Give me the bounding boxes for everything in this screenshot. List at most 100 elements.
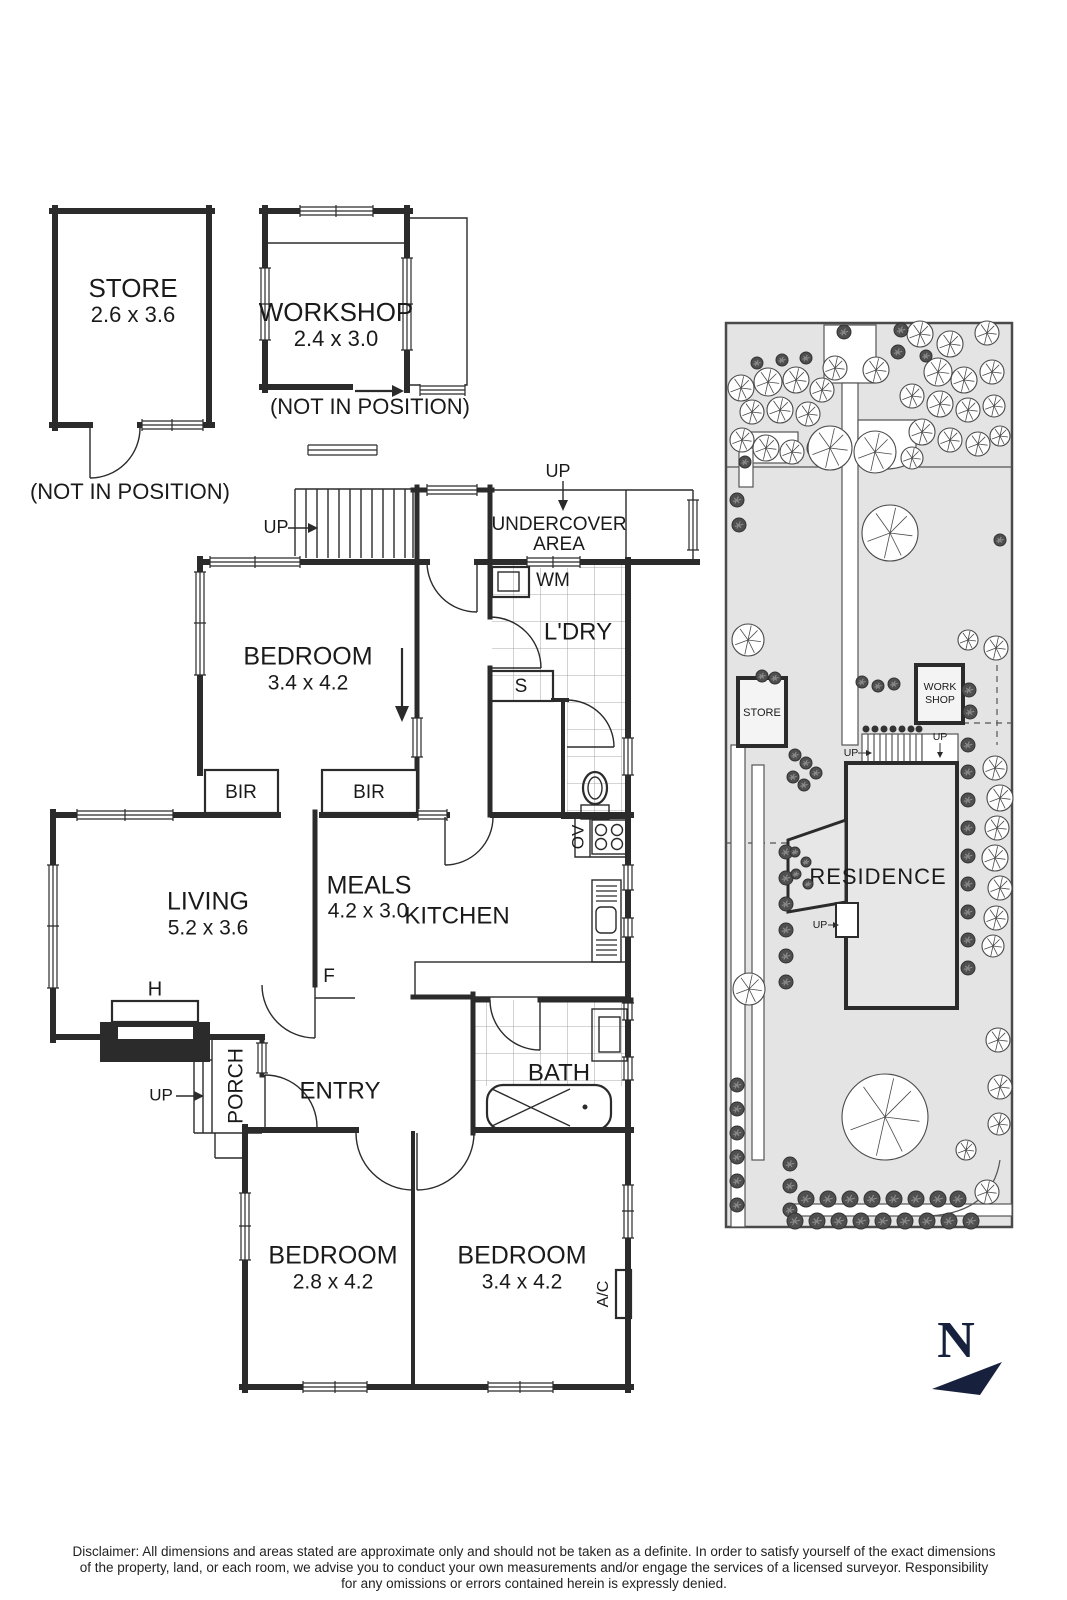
kitchen-bench bbox=[414, 961, 629, 998]
living-left-window bbox=[47, 864, 59, 989]
store-dims: 2.6 x 3.6 bbox=[91, 302, 175, 327]
store-window bbox=[141, 419, 204, 431]
workshop-window-right bbox=[401, 257, 413, 351]
up-label-stairs: UP bbox=[263, 517, 288, 537]
vanity bbox=[591, 1008, 628, 1062]
bir-2 bbox=[320, 768, 419, 815]
site-store-label: STORE bbox=[743, 707, 781, 719]
wm-label: WM bbox=[536, 570, 570, 591]
site-up-label-3: UP bbox=[813, 919, 828, 931]
workshop-window-annex bbox=[419, 384, 466, 396]
site-up-label-2: UP bbox=[933, 731, 948, 743]
bath-window-1 bbox=[622, 1002, 634, 1021]
wc-window bbox=[622, 737, 634, 776]
undercover-label-1: UNDERCOVER bbox=[491, 514, 626, 535]
fridge-label: F bbox=[323, 966, 335, 987]
bedroom3-bottom-window bbox=[487, 1381, 554, 1393]
stairs bbox=[294, 488, 414, 558]
site-workshop-label-1: WORK bbox=[924, 681, 957, 693]
doors bbox=[261, 561, 615, 1191]
kitchen-window-1 bbox=[622, 864, 634, 891]
bedroom1-east-window bbox=[411, 717, 423, 758]
workshop-window-left bbox=[259, 267, 271, 341]
workshop-note: (NOT IN POSITION) bbox=[270, 394, 470, 419]
bedroom3-dims: 3.4 x 4.2 bbox=[482, 1271, 563, 1294]
site-central-path bbox=[841, 382, 859, 746]
north-compass: N bbox=[932, 1312, 1002, 1395]
undercover-label-2: AREA bbox=[533, 534, 585, 555]
north-label: N bbox=[937, 1312, 975, 1369]
hall-top-window bbox=[426, 484, 478, 496]
disclaimer-line-2: of the property, land, or each room, we … bbox=[80, 1560, 989, 1575]
bedroom2-dims: 2.8 x 4.2 bbox=[293, 1271, 374, 1294]
store-plan: STORE 2.6 x 3.6 (NOT IN POSITION) bbox=[30, 205, 230, 504]
disclaimer: Disclaimer: All dimensions and areas sta… bbox=[72, 1544, 995, 1591]
living-dims: 5.2 x 3.6 bbox=[168, 917, 249, 940]
bedroom2-label: BEDROOM bbox=[268, 1242, 397, 1270]
fireplace bbox=[100, 999, 210, 1062]
bir-1-label: BIR bbox=[225, 782, 257, 803]
ac-unit bbox=[614, 1268, 633, 1320]
bedroom2-left-window bbox=[239, 1192, 251, 1261]
workshop-plan: WORKSHOP 2.4 x 3.0 (NOT IN POSITION) bbox=[259, 205, 470, 419]
workshop-dims: 2.4 x 3.0 bbox=[294, 326, 378, 351]
bedroom3-right-window bbox=[622, 1184, 634, 1239]
laundry-trough bbox=[488, 669, 555, 703]
hall-bottom-window bbox=[417, 809, 448, 821]
workshop-title: WORKSHOP bbox=[259, 297, 414, 327]
main-floor-plan: UP UP UNDERCOVER AREA bbox=[47, 461, 700, 1393]
site-residence-porch bbox=[835, 902, 859, 938]
store-door bbox=[89, 427, 141, 479]
loose-window-symbol bbox=[307, 444, 378, 456]
workshop-window-top bbox=[299, 205, 374, 217]
bedroom1-label: BEDROOM bbox=[243, 643, 372, 671]
site-store-outline bbox=[736, 676, 788, 748]
store-title: STORE bbox=[88, 273, 177, 303]
site-stair-dots bbox=[862, 725, 923, 733]
bir-2-label: BIR bbox=[353, 782, 385, 803]
up-arrow-undercover bbox=[558, 500, 568, 511]
entry-sidelight-window bbox=[256, 1042, 268, 1074]
kitchen-window-2 bbox=[622, 917, 634, 938]
up-label-porch: UP bbox=[149, 1085, 173, 1104]
up-arrow-stairs bbox=[308, 523, 318, 533]
meals-dims: 4.2 x 3.0 bbox=[328, 900, 409, 923]
store-note: (NOT IN POSITION) bbox=[30, 479, 230, 504]
bedroom3-label: BEDROOM bbox=[457, 1242, 586, 1270]
washing-machine bbox=[490, 565, 531, 599]
site-up-label-1: UP bbox=[844, 747, 859, 759]
bir-1 bbox=[203, 768, 280, 815]
living-top-window bbox=[76, 809, 174, 821]
porch-label: PORCH bbox=[225, 1048, 248, 1124]
site-plan: STORE WORK SHOP RESIDENCE UP UP UP bbox=[724, 320, 1014, 1230]
bedroom1-dims: 3.4 x 4.2 bbox=[268, 672, 349, 695]
undercover-bottom-window bbox=[526, 556, 581, 568]
up-label-undercover: UP bbox=[545, 461, 570, 481]
entry-label: ENTRY bbox=[300, 1077, 381, 1104]
undercover-right-window bbox=[687, 499, 699, 551]
meals-label: MEALS bbox=[327, 872, 412, 900]
bedroom1-left-window bbox=[194, 571, 206, 676]
site-residence-label: RESIDENCE bbox=[809, 864, 946, 889]
bathtub bbox=[485, 1083, 613, 1132]
living-label: LIVING bbox=[167, 888, 249, 916]
kitchen-label: KITCHEN bbox=[404, 902, 509, 929]
ac-label: A/C bbox=[595, 1281, 612, 1308]
bath-window-2 bbox=[622, 1056, 634, 1081]
toilet bbox=[580, 770, 610, 820]
bath-label: BATH bbox=[528, 1059, 590, 1086]
laundry-label: L'DRY bbox=[544, 618, 612, 645]
hearth-label: H bbox=[148, 978, 162, 1000]
site-residence-outline bbox=[844, 761, 959, 1010]
site-workshop-label-2: SHOP bbox=[925, 694, 955, 706]
sink-label: S bbox=[515, 676, 528, 697]
disclaimer-line-1: Disclaimer: All dimensions and areas sta… bbox=[72, 1544, 995, 1559]
north-arrow-icon bbox=[932, 1362, 1002, 1395]
up-arrow-porch bbox=[194, 1091, 204, 1101]
oven-label: OV bbox=[568, 824, 587, 849]
bedroom1-top-window bbox=[209, 556, 301, 568]
bedroom2-bottom-window bbox=[302, 1381, 368, 1393]
kitchen-sink bbox=[591, 879, 622, 963]
